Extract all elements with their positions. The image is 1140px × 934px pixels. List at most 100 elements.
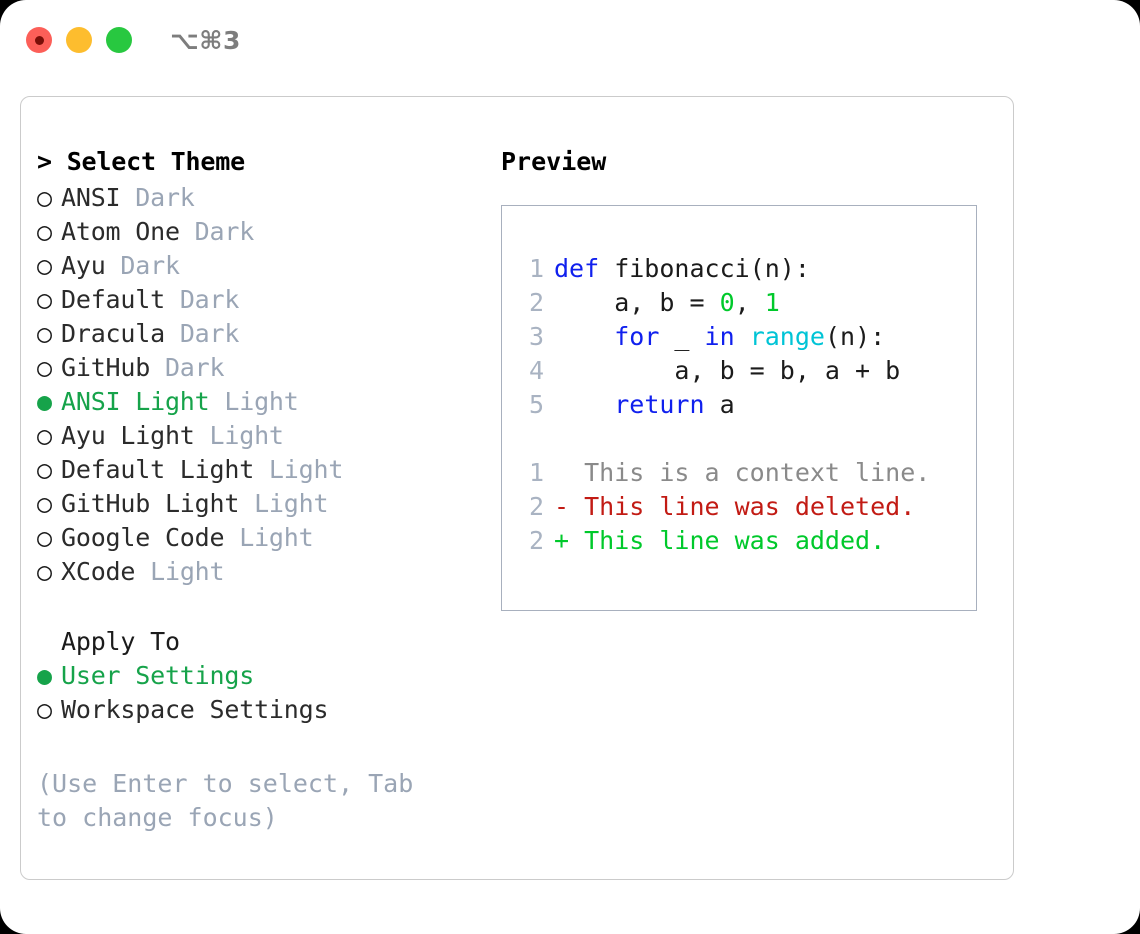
theme-item[interactable]: ○ XCode Light: [37, 555, 497, 589]
apply-to-list[interactable]: ● User Settings ○ Workspace Settings: [37, 659, 497, 727]
theme-item-name: Ayu: [61, 251, 106, 280]
theme-item[interactable]: ●ANSI Light Light: [37, 385, 497, 419]
radio-unselected-icon: ○: [37, 353, 52, 382]
theme-item[interactable]: ○ Google Code Light: [37, 521, 497, 555]
theme-item-name: Atom One: [61, 217, 180, 246]
code-line-number: 1: [528, 254, 544, 283]
code-token: def: [554, 254, 600, 283]
theme-item-tag: Dark: [105, 251, 180, 280]
theme-list[interactable]: ○ ANSI Dark ○ Atom One Dark ○ Ayu Dark ○ Defaul…: [37, 181, 497, 589]
maximize-button[interactable]: [106, 27, 132, 53]
diff-line-number: 2: [528, 526, 544, 555]
code-token: in: [704, 322, 735, 351]
radio-unselected-icon: ○: [37, 285, 52, 314]
theme-item[interactable]: ○ Atom One Dark: [37, 215, 497, 249]
keyboard-hint-text: (Use Enter to select, Tab to change focu…: [37, 769, 429, 832]
theme-item[interactable]: ○ Ayu Light Light: [37, 419, 497, 453]
minimize-button[interactable]: [66, 27, 92, 53]
radio-unselected-icon: ○: [37, 319, 52, 348]
theme-item[interactable]: ○ GitHub Dark: [37, 351, 497, 385]
code-token: 1: [764, 288, 780, 317]
radio-unselected-icon: ○: [37, 523, 52, 552]
theme-item-name: GitHub: [61, 353, 151, 382]
radio-unselected-icon: ○: [37, 455, 52, 484]
code-token: [554, 390, 614, 419]
code-line: 2 a, b = 0, 1: [502, 286, 976, 320]
code-token: [735, 322, 750, 351]
theme-item-name: Ayu Light: [61, 421, 195, 450]
code-line: 4 a, b = b, a + b: [502, 354, 976, 388]
diff-line: 1 This is a context line.: [502, 456, 976, 490]
close-button[interactable]: [26, 27, 52, 53]
theme-item-name: XCode: [61, 557, 136, 586]
code-line: 5 return a: [502, 388, 976, 422]
theme-item-name: Default Light: [61, 455, 255, 484]
diff-sign: -: [554, 492, 570, 521]
theme-item-tag: Light: [254, 455, 344, 484]
radio-unselected-icon: ○: [37, 183, 52, 212]
theme-item-tag: Dark: [179, 217, 255, 246]
apply-to-option[interactable]: ○ Workspace Settings: [37, 693, 497, 727]
theme-item-name: Dracula: [61, 319, 165, 348]
code-token: [554, 322, 614, 351]
theme-item[interactable]: ○ Default Light Light: [37, 453, 497, 487]
theme-item-tag: Light: [194, 421, 284, 450]
code-line-number: 5: [528, 390, 544, 419]
code-token: (n):: [824, 322, 886, 351]
radio-unselected-icon: ○: [37, 489, 52, 518]
preview-header: Preview: [501, 147, 607, 176]
code-line-number: 4: [528, 356, 544, 385]
theme-item-name: Default: [61, 285, 165, 314]
diff-line: 2 + This line was added.: [502, 524, 976, 558]
theme-selector-column: > Select Theme ○ANSI Dark○Atom One Dark○…: [37, 145, 497, 835]
theme-item[interactable]: ○ ANSI Dark: [37, 181, 497, 215]
theme-item[interactable]: ○ Default Dark: [37, 283, 497, 317]
code-token: range: [749, 322, 825, 351]
code-diff-separator: [502, 422, 976, 456]
theme-item[interactable]: ○ Ayu Dark: [37, 249, 497, 283]
apply-to-option-label: User Settings: [61, 661, 255, 690]
radio-selected-icon: ●: [37, 387, 52, 416]
theme-item[interactable]: ○Dracula Dark: [37, 317, 497, 351]
diff-text: This line was deleted.: [569, 492, 916, 521]
code-token: fibonacci(n):: [599, 254, 810, 283]
theme-item-name: Google Code: [61, 523, 225, 552]
diff-line: 2- This line was deleted.: [502, 490, 976, 524]
theme-item[interactable]: ○ GitHub Light Light: [37, 487, 497, 521]
code-token: a: [704, 390, 735, 419]
radio-unselected-icon: ○: [37, 695, 52, 724]
apply-to-option[interactable]: ● User Settings: [37, 659, 497, 693]
radio-unselected-icon: ○: [37, 217, 52, 246]
diff-text: This is a context line.: [569, 458, 931, 487]
apply-to-option-label: Workspace Settings: [61, 695, 329, 724]
theme-item-tag: Light: [239, 489, 329, 518]
theme-item-tag: Dark: [120, 183, 195, 212]
radio-unselected-icon: ○: [37, 557, 52, 586]
code-token: return: [614, 390, 705, 419]
code-line-number: 2: [528, 288, 544, 317]
radio-unselected-icon: ○: [37, 421, 52, 450]
shortcut-label: ⌥⌘3: [170, 25, 241, 55]
theme-item-tag: Dark: [150, 353, 225, 382]
code-token: 0: [719, 288, 735, 317]
theme-item-name: ANSI: [61, 183, 121, 212]
code-line: 3 for _ in range(n):: [502, 320, 976, 354]
main-panel: > Select Theme ○ANSI Dark○Atom One Dark○…: [20, 96, 1014, 880]
diff-line-number: 2: [528, 492, 544, 521]
code-line-number: 3: [528, 322, 544, 351]
theme-item-name: GitHub Light: [61, 489, 240, 518]
diff-sign: [554, 458, 569, 487]
diff-text: This line was added.: [569, 526, 886, 555]
theme-item-tag: Light: [224, 523, 314, 552]
theme-item-tag: Dark: [164, 285, 240, 314]
theme-item-tag: Light: [135, 557, 225, 586]
code-token: a, b =: [554, 288, 720, 317]
radio-selected-icon: ●: [37, 661, 52, 690]
window-titlebar: ⌥⌘3: [0, 0, 1140, 80]
diff-sign: +: [554, 526, 570, 555]
radio-unselected-icon: ○: [37, 251, 52, 280]
